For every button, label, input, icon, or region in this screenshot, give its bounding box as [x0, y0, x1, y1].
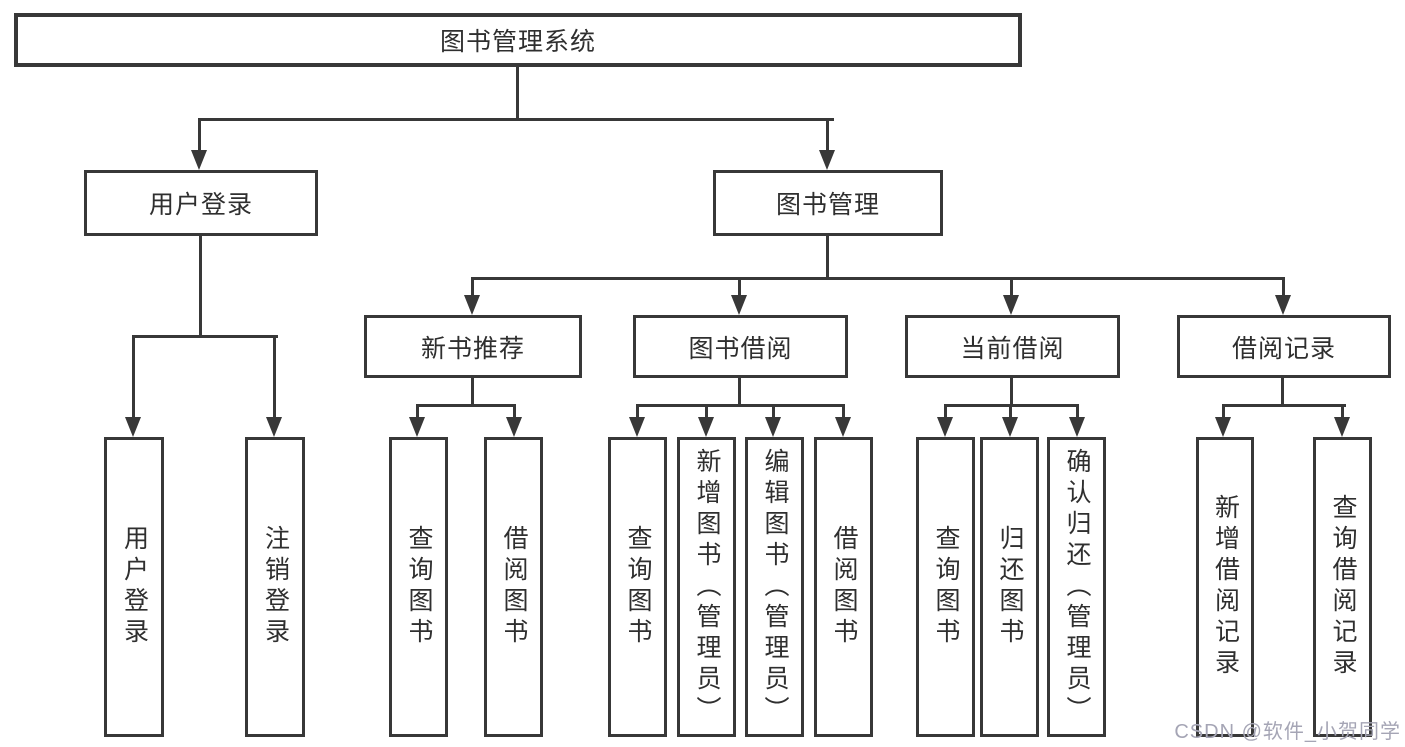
node-user-login-label: 用户登录: [148, 191, 253, 219]
connector-module2-bar: [636, 404, 845, 407]
connector-module2-stem: [738, 378, 741, 407]
node-book-borrow-label: 图书借阅: [688, 334, 793, 363]
node-current-borrow-label: 当前借阅: [960, 334, 1065, 363]
connector-leaf-drop: [842, 404, 845, 419]
leaf-borrow-books: 借阅图书: [814, 437, 873, 737]
node-current-borrow: 当前借阅: [905, 315, 1120, 378]
connector-book-mgmt-drop: [826, 118, 829, 152]
connector-root-stem: [516, 67, 519, 120]
arrowhead-down-icon: [1069, 417, 1085, 437]
connector-leaf-drop: [944, 404, 947, 419]
node-book-management: 图书管理: [713, 170, 943, 236]
connector-leaf-drop: [416, 404, 419, 419]
connector-module1-bar: [416, 404, 516, 407]
connector-leaf-drop: [636, 404, 639, 419]
arrowhead-down-icon: [937, 417, 953, 437]
connector-module-drop: [1010, 277, 1013, 297]
connector-leaf-drop: [1222, 404, 1225, 419]
arrowhead-down-icon: [266, 417, 282, 437]
connector-user-login-stem: [199, 236, 202, 338]
leaf-query-books-borrow: 查询图书: [608, 437, 667, 737]
connector-book-mgmt-stem: [826, 236, 829, 280]
node-root-library-system: 图书管理系统: [14, 13, 1022, 67]
connector-leaf-drop: [273, 335, 276, 419]
leaf-confirm-return-admin: 确认归还（管理员）: [1047, 437, 1106, 737]
arrowhead-down-icon: [1275, 295, 1291, 315]
node-new-book-recommend: 新书推荐: [364, 315, 582, 378]
leaf-add-borrow-record-label: 新增借阅记录: [1211, 494, 1240, 680]
leaf-add-books-label: 新增图书（管理员）: [693, 447, 721, 727]
arrowhead-down-icon: [1002, 417, 1018, 437]
leaf-user-login-label: 用户登录: [120, 525, 149, 649]
leaf-borrow-books-label: 借阅图书: [500, 525, 528, 649]
connector-user-login-children-bar: [132, 335, 278, 338]
connector-module-drop: [471, 277, 474, 297]
connector-module4-stem: [1281, 378, 1284, 407]
leaf-return-books: 归还图书: [980, 437, 1039, 737]
arrowhead-down-icon: [464, 295, 480, 315]
node-root-label: 图书管理系统: [439, 28, 596, 56]
arrowhead-down-icon: [191, 150, 207, 170]
arrowhead-down-icon: [125, 417, 141, 437]
leaf-borrow-books-recommend: 借阅图书: [484, 437, 543, 737]
leaf-query-books-label: 查询图书: [405, 525, 433, 649]
node-book-borrow: 图书借阅: [633, 315, 848, 378]
leaf-edit-books-admin: 编辑图书（管理员）: [745, 437, 804, 737]
arrowhead-down-icon: [698, 417, 714, 437]
connector-leaf-drop: [1009, 404, 1012, 419]
node-borrow-records-label: 借阅记录: [1231, 334, 1336, 363]
connector-module3-stem: [1010, 378, 1013, 407]
leaf-logout: 注销登录: [245, 437, 305, 737]
leaf-user-login: 用户登录: [104, 437, 164, 737]
leaf-query-books-current: 查询图书: [916, 437, 975, 737]
node-book-management-label: 图书管理: [775, 191, 880, 219]
arrowhead-down-icon: [409, 417, 425, 437]
leaf-query-books-label: 查询图书: [624, 525, 652, 649]
leaf-query-books-recommend: 查询图书: [389, 437, 448, 737]
arrowhead-down-icon: [1215, 417, 1231, 437]
arrowhead-down-icon: [819, 150, 835, 170]
leaf-query-borrow-record-label: 查询借阅记录: [1329, 494, 1357, 680]
watermark-text: CSDN @软件_小贺同学: [1174, 721, 1401, 743]
node-borrow-records: 借阅记录: [1177, 315, 1391, 378]
leaf-add-books-admin: 新增图书（管理员）: [677, 437, 736, 737]
connector-leaf-drop: [1076, 404, 1079, 419]
leaf-edit-books-label: 编辑图书（管理员）: [761, 447, 789, 727]
arrowhead-down-icon: [731, 295, 747, 315]
arrowhead-down-icon: [629, 417, 645, 437]
connector-leaf-drop: [772, 404, 775, 419]
node-new-book-recommend-label: 新书推荐: [420, 334, 525, 363]
leaf-borrow-books-label: 借阅图书: [830, 525, 858, 649]
connector-module4-bar: [1222, 404, 1346, 407]
leaf-return-books-label: 归还图书: [996, 525, 1024, 649]
connector-module-drop: [738, 277, 741, 297]
connector-module-drop: [1282, 277, 1285, 297]
arrowhead-down-icon: [506, 417, 522, 437]
arrowhead-down-icon: [1334, 417, 1350, 437]
arrowhead-down-icon: [765, 417, 781, 437]
node-user-login: 用户登录: [84, 170, 318, 236]
leaf-logout-label: 注销登录: [261, 525, 290, 649]
connector-level2-bar: [198, 118, 834, 121]
connector-leaf-drop: [513, 404, 516, 419]
leaf-query-borrow-record: 查询借阅记录: [1313, 437, 1372, 737]
leaf-confirm-return-label: 确认归还（管理员）: [1063, 447, 1091, 727]
connector-leaf-drop: [705, 404, 708, 419]
leaf-query-books-label: 查询图书: [932, 525, 960, 649]
connector-module1-stem: [471, 378, 474, 407]
arrowhead-down-icon: [1003, 295, 1019, 315]
connector-user-login-drop: [198, 118, 201, 152]
connector-leaf-drop: [1341, 404, 1344, 419]
arrowhead-down-icon: [835, 417, 851, 437]
connector-level3-bar: [471, 277, 1285, 280]
leaf-add-borrow-record: 新增借阅记录: [1196, 437, 1254, 737]
connector-leaf-drop: [132, 335, 135, 419]
